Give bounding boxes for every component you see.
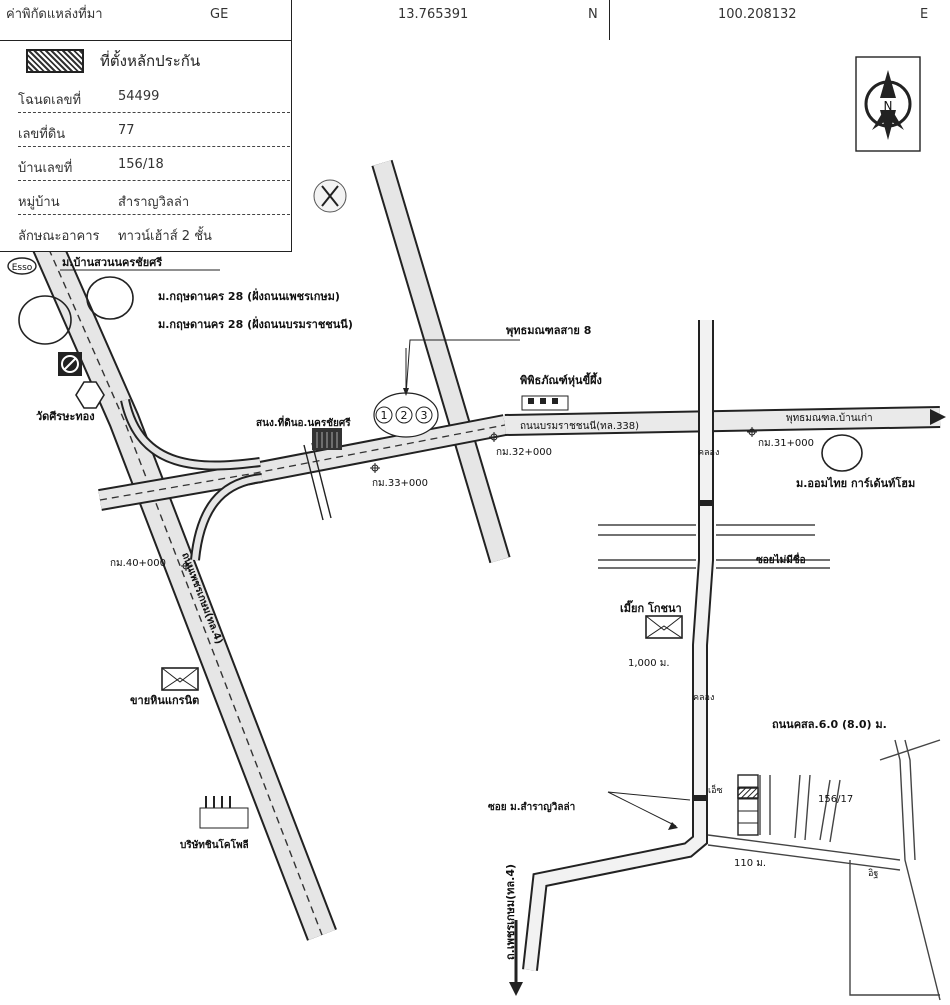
label-1000m: 1,000 ม. [628, 658, 670, 669]
label-km33: กม.33+000 [372, 478, 428, 489]
label-km31: กม.31+000 [758, 438, 814, 449]
label-wat: วัดศีรษะทอง [36, 410, 95, 423]
info-value: สำราญวิลล่า [118, 195, 190, 210]
label-museum: พิพิธภัณฑ์หุ่นขี้ผึ้ง [520, 372, 602, 388]
svg-text:2: 2 [401, 409, 408, 422]
label-road-width: ถนนคสล.6.0 (8.0) ม. [772, 718, 887, 731]
longitude-value: 100.208132 [718, 7, 797, 22]
label-company: บริษัทชินโคโพลี [180, 838, 249, 851]
info-label: หมู่บ้าน [18, 195, 60, 210]
pointer-lines [405, 339, 691, 827]
label-advert: เมี๊ยก โกชนา [620, 600, 682, 615]
factory-icon [199, 796, 249, 829]
label-km32: กม.32+000 [496, 447, 552, 458]
label-borommaratchachonnani: ถนนบรมราชชนนี(ทล.338) [520, 420, 639, 432]
info-value: ทาวน์เฮ้าส์ 2 ชั้น [118, 229, 212, 244]
svg-text:N: N [884, 99, 893, 113]
collateral-legend-label: ที่ตั้งหลักประกัน [100, 52, 201, 70]
land-office-building-icon [312, 428, 342, 450]
longitude-direction: E [920, 7, 929, 22]
compass-north-icon: N [855, 56, 921, 152]
canal-road [522, 320, 714, 971]
svg-text:3: 3 [421, 409, 428, 422]
info-row-deed: โฉนดเลขที่ 54499 [18, 79, 290, 113]
temple-icon [75, 381, 105, 409]
collateral-location-marker [737, 787, 759, 799]
label-phutthamonthon-8: พุทธมณฑลสาย 8 [506, 324, 591, 338]
soi-samran-villa [737, 774, 759, 836]
header-divider [291, 0, 292, 40]
borommaratchachonnani-road [504, 406, 946, 436]
granite-envelope-icon [161, 667, 199, 691]
coordinate-header: ค่าพิกัดแหล่งที่มา GE 13.765391 N 100.20… [0, 0, 950, 40]
info-row-building-type: ลักษณะอาคาร ทาวน์เฮ้าส์ 2 ชั้น [18, 215, 290, 249]
info-label: ลักษณะอาคาร [18, 229, 100, 244]
label-phetkasem-down: ถ.เพชรเกษม(ทล.4) [504, 864, 517, 960]
info-row-house-no: บ้านเลขที่ 156/18 [18, 147, 290, 181]
no-entry-icon [58, 352, 82, 376]
info-label: เลขที่ดิน [18, 127, 66, 142]
info-value: 54499 [118, 89, 160, 104]
info-row-land-no: เลขที่ดิน 77 [18, 113, 290, 147]
coordinate-source-label: ค่าพิกัดแหล่งที่มา [6, 7, 103, 22]
header-divider [609, 0, 610, 40]
info-row-village: หมู่บ้าน สำราญวิลล่า [18, 181, 290, 215]
interchange [98, 398, 508, 561]
village-circles [18, 276, 863, 472]
label-factory: อิฐ [868, 868, 878, 879]
property-info-box: ที่ตั้งหลักประกัน โฉนดเลขที่ 54499 เลขที… [0, 40, 292, 252]
label-canal-2: คลอง [693, 693, 714, 703]
svg-text:1: 1 [381, 409, 388, 422]
label-granite: ขายหินแกรนิต [130, 694, 199, 707]
museum-building-icon [521, 395, 569, 411]
latitude-direction: N [588, 7, 598, 22]
label-house-156-17: 156/17 [818, 794, 853, 805]
label-near-house: เอ็ซ [708, 783, 723, 796]
label-canal-1: คลอง [698, 448, 719, 458]
latitude-value: 13.765391 [398, 7, 469, 22]
label-krisada-1: ม.กฤษดานคร 28 (ฝั่งถนนเพชรเกษม) [158, 288, 340, 303]
info-label: โฉนดเลขที่ [18, 93, 82, 108]
info-value: 77 [118, 123, 135, 138]
label-110m: 110 ม. [734, 858, 766, 869]
esso-icon: Esso [7, 257, 37, 275]
km-markers [181, 427, 757, 571]
label-krisada-2: ม.กฤษดานคร 28 (ฝั่งถนนบรมราชชนนี) [158, 316, 353, 331]
windmill-icon [313, 179, 347, 213]
label-village-suan: ม.บ้านสวนนครชัยศรี [62, 256, 162, 269]
phetkasem-highway [29, 231, 337, 941]
label-soi-samran: ซอย ม.สำราญวิลล่า [488, 801, 575, 813]
label-km40: กม.40+000 [110, 558, 166, 569]
krisada-numbered-circles: 1 2 3 [373, 392, 439, 438]
label-m-aomthai: ม.ออมไทย การ์เด้นท์โฮม [796, 476, 915, 490]
svg-text:Esso: Esso [12, 263, 33, 273]
label-phutthamonthon-sai4: พุทธมณฑล.บ้านเก่า [786, 412, 873, 424]
label-land-office: สนง.ที่ดินอ.นครชัยศรี [256, 415, 351, 429]
info-label: บ้านเลขที่ [18, 161, 73, 176]
label-soi-maisuea: ซอยไม่มีชื่อ [756, 552, 806, 566]
rail-line [303, 442, 332, 521]
info-value: 156/18 [118, 157, 164, 172]
advert-envelope-icon [645, 615, 683, 639]
side-streets [598, 524, 941, 1001]
direction-arrow-down [509, 920, 523, 996]
phutthamonthon-8-road [371, 159, 511, 564]
collateral-legend-swatch [26, 49, 84, 73]
coordinate-source: GE [210, 7, 229, 22]
